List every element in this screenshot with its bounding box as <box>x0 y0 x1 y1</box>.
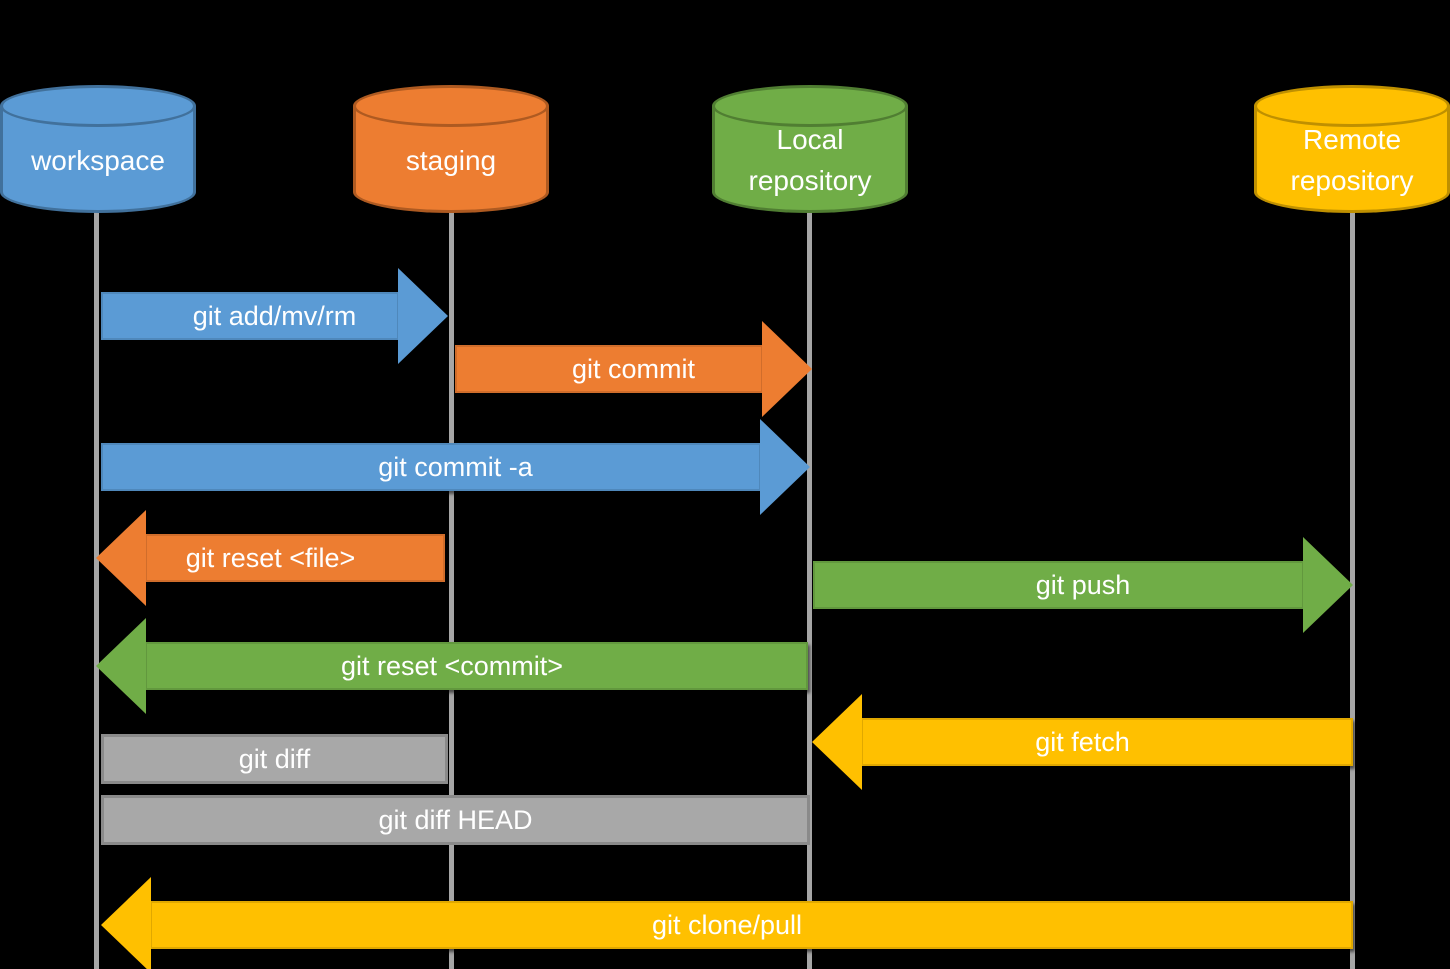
arrow-git-reset-commit: git reset <commit> <box>96 618 808 714</box>
cylinder-top-ellipse <box>1254 85 1450 127</box>
arrow-git-push: git push <box>813 537 1353 633</box>
arrow-label: git reset <commit> <box>340 650 564 681</box>
node-label-local-repository: Local repository <box>748 124 872 196</box>
arrow-git-reset-file: git reset <file> <box>96 510 445 606</box>
arrow-label: git push <box>1035 569 1131 600</box>
bar-git-diff: git diff <box>101 734 448 784</box>
arrowhead-left-icon <box>96 510 146 606</box>
arrow-shaft <box>145 534 445 582</box>
arrowhead-right-icon <box>762 321 812 417</box>
node-label-workspace: workspace <box>31 144 165 176</box>
arrow-label: git fetch <box>1035 726 1130 757</box>
arrow-git-commit-a: git commit -a <box>101 419 810 515</box>
arrow-git-clone-pull: git clone/pull <box>101 877 1353 969</box>
arrow-label: git add/mv/rm <box>192 300 357 331</box>
arrowhead-left-icon <box>812 694 862 790</box>
cylinder-top-ellipse <box>353 85 549 127</box>
cylinder-shape <box>353 106 549 213</box>
arrow-git-fetch: git fetch <box>812 694 1353 790</box>
arrow-label: git commit <box>571 353 696 384</box>
lifeline-staging <box>449 208 454 969</box>
node-workspace: workspace <box>0 85 196 213</box>
arrow-shaft <box>101 292 399 340</box>
arrow-shaft <box>813 561 1304 609</box>
arrow-shaft <box>861 718 1353 766</box>
arrow-shaft <box>145 642 808 690</box>
cylinder-top-ellipse <box>712 85 908 127</box>
lifeline-local-repository <box>807 208 812 969</box>
node-staging: staging <box>353 85 549 213</box>
node-remote-repository: Remote repository <box>1254 85 1450 213</box>
arrowhead-right-icon <box>1303 537 1353 633</box>
arrow-git-add-mv-rm: git add/mv/rm <box>101 268 448 364</box>
arrowhead-left-icon <box>96 618 146 714</box>
arrow-git-commit: git commit <box>455 321 812 417</box>
arrow-label: git commit -a <box>378 451 533 482</box>
node-label-remote-repository: Remote repository <box>1290 124 1414 196</box>
node-label-staging: staging <box>405 144 497 176</box>
bar-label: git diff <box>238 743 311 774</box>
bar-label: git diff HEAD <box>378 804 533 835</box>
bar-git-diff-head: git diff HEAD <box>101 795 810 845</box>
arrow-shaft <box>101 443 761 491</box>
arrow-shaft <box>150 901 1353 949</box>
arrowhead-right-icon <box>760 419 810 515</box>
cylinder-top-ellipse <box>0 85 196 127</box>
arrow-shaft <box>455 345 763 393</box>
arrowhead-left-icon <box>101 877 151 969</box>
arrow-label: git clone/pull <box>651 909 803 940</box>
node-local-repository: Local repository <box>712 85 908 213</box>
arrowhead-right-icon <box>398 268 448 364</box>
arrow-label: git reset <file> <box>185 542 356 573</box>
